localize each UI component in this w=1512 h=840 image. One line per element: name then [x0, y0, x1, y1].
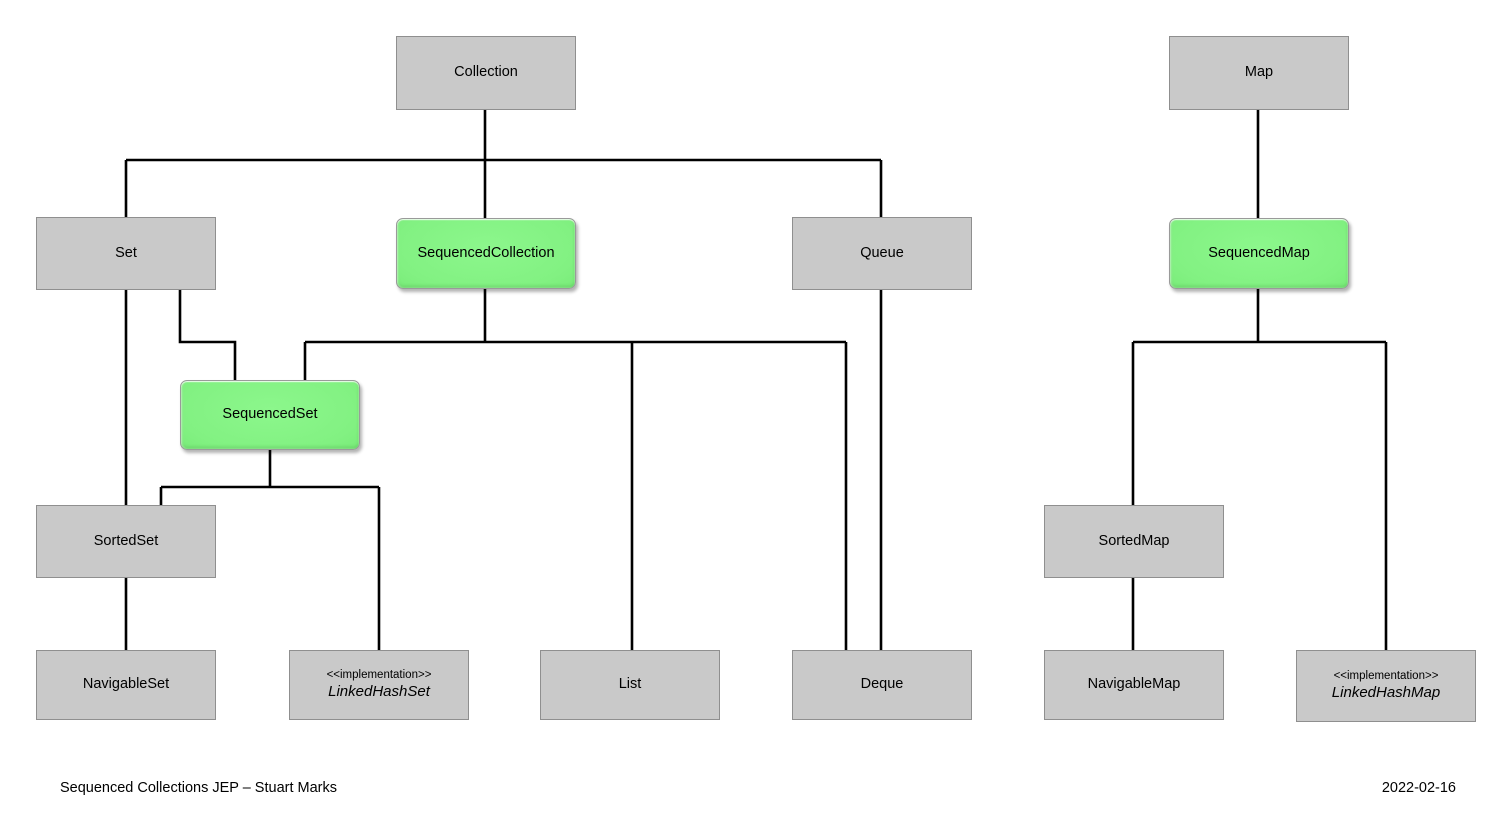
node-name-label: Queue — [860, 244, 904, 261]
node-deque[interactable]: Deque — [792, 650, 972, 720]
node-name-label: SequencedCollection — [417, 244, 555, 261]
node-name-label: SequencedSet — [222, 406, 318, 423]
node-sequencedcollection[interactable]: SequencedCollection — [396, 218, 576, 289]
node-navigableset[interactable]: NavigableSet — [36, 650, 216, 720]
node-name-label: Set — [115, 244, 137, 261]
node-linkedhashmap[interactable]: <<implementation>> LinkedHashMap — [1296, 650, 1476, 722]
node-stereotype-label: <<implementation>> — [326, 668, 432, 681]
node-name-label: SequencedMap — [1208, 244, 1310, 261]
node-name-label: List — [618, 676, 642, 693]
node-stereotype-label: <<implementation>> — [1333, 669, 1439, 682]
footer-attribution: Sequenced Collections JEP – Stuart Marks — [60, 780, 337, 796]
node-collection[interactable]: Collection — [396, 36, 576, 110]
node-name-label: Deque — [860, 676, 904, 693]
node-queue[interactable]: Queue — [792, 217, 972, 290]
connector-set-to-sequencedset — [178, 290, 237, 380]
node-sequencedmap[interactable]: SequencedMap — [1169, 218, 1349, 289]
node-sortedmap[interactable]: SortedMap — [1044, 505, 1224, 578]
footer-date: 2022-02-16 — [1381, 780, 1456, 796]
node-name-label: SortedMap — [1098, 532, 1170, 549]
node-name-label: Map — [1244, 64, 1274, 81]
node-map[interactable]: Map — [1169, 36, 1349, 110]
node-name-label: LinkedHashMap — [1331, 684, 1441, 702]
node-name-label: NavigableSet — [82, 676, 170, 693]
node-set[interactable]: Set — [36, 217, 216, 290]
node-name-label: LinkedHashSet — [328, 683, 430, 701]
node-name-label: Collection — [454, 64, 518, 81]
node-name-label: NavigableMap — [1087, 676, 1181, 693]
node-name-label: SortedSet — [93, 532, 159, 549]
node-sortedset[interactable]: SortedSet — [36, 505, 216, 578]
node-linkedhashset[interactable]: <<implementation>> LinkedHashSet — [289, 650, 469, 720]
node-navigablemap[interactable]: NavigableMap — [1044, 650, 1224, 720]
node-list[interactable]: List — [540, 650, 720, 720]
node-sequencedset[interactable]: SequencedSet — [180, 380, 360, 450]
